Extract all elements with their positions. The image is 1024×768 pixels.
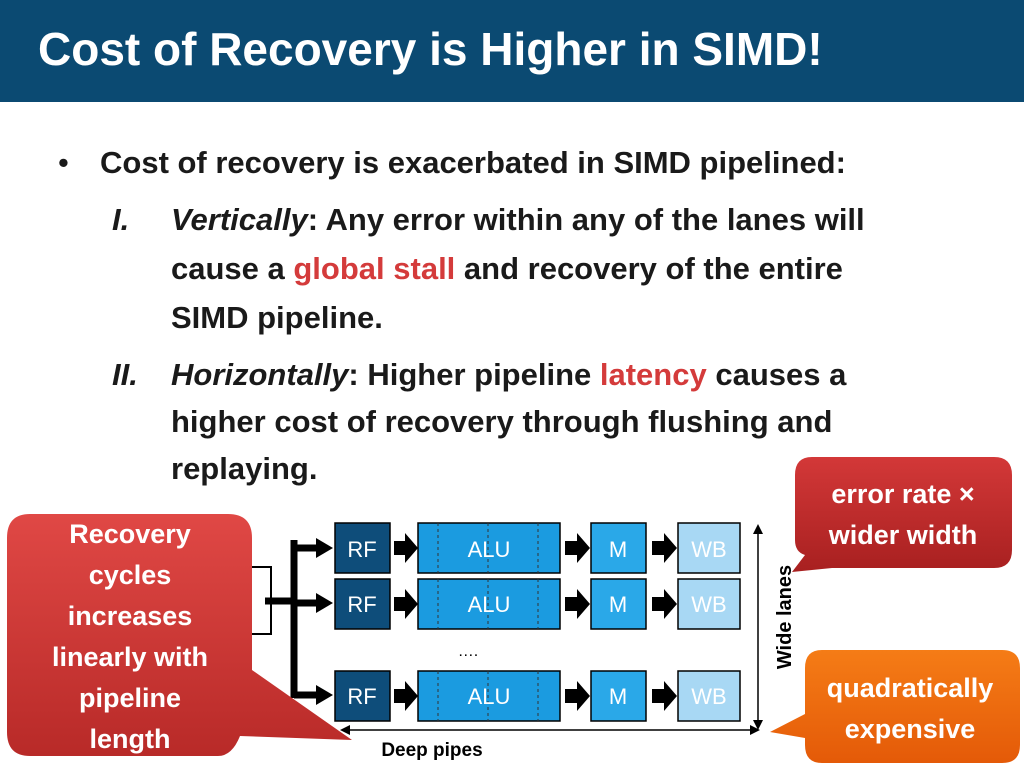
recovery-callout: Recovery cycles increases linearly with … [7, 514, 352, 756]
stage-alu [417, 578, 561, 630]
wide-lanes-dimension: Wide lanes [753, 524, 796, 730]
item2-line3: replaying. [171, 451, 318, 486]
stage-wb-label: WB [691, 537, 726, 562]
stage-rf-label: RF [347, 537, 376, 562]
stage-alu-label: ALU [468, 684, 511, 709]
recovery-line-3: increases [68, 601, 193, 631]
stage-alu-label: ALU [468, 592, 511, 617]
recovery-line-2: cycles [89, 560, 172, 590]
stage-alu [417, 670, 561, 722]
item2-line2: higher cost of recovery through flushing… [171, 404, 833, 439]
stage-m-label: M [609, 592, 627, 617]
quadratic-line-1: quadratically [827, 673, 994, 703]
wide-lanes-label: Wide lanes [774, 565, 796, 669]
stage-rf [334, 522, 391, 574]
stage-rf [334, 670, 391, 722]
item1-line3: SIMD pipeline. [171, 300, 383, 335]
bullet-text: Cost of recovery is exacerbated in SIMD … [100, 145, 846, 180]
item1-line1-rest: : Any error within any of the lanes will [307, 202, 865, 237]
stage-alu-label: ALU [468, 537, 511, 562]
quadratic-callout: quadratically expensive [770, 650, 1020, 763]
recovery-line-1: Recovery [69, 519, 191, 549]
latency-highlight: latency [599, 357, 707, 392]
stage-wb-label: WB [691, 592, 726, 617]
stage-wb [677, 578, 741, 630]
item1-line1: Vertically: Any error within any of the … [171, 202, 865, 238]
lane-1: RF ALU M WB [334, 522, 741, 574]
error-rate-line-2: wider width [828, 520, 978, 550]
stage-rf [334, 578, 391, 630]
item2-line1-post: causes a [706, 357, 847, 392]
stage-m [590, 670, 647, 722]
stage-m [590, 522, 647, 574]
deep-pipes-label: Deep pipes [381, 740, 482, 761]
stage-m-label: M [609, 537, 627, 562]
deep-pipes-dimension: Deep pipes [340, 725, 760, 761]
feed-arrows [294, 538, 333, 705]
stage-rf-label: RF [347, 684, 376, 709]
recovery-line-5: pipeline [79, 683, 181, 713]
stage-wb-label: WB [691, 684, 726, 709]
stage-wb [677, 670, 741, 722]
stage-rf-label: RF [347, 592, 376, 617]
item1-line2-pre: cause a [171, 251, 294, 286]
slide-title: Cost of Recovery is Higher in SIMD! [38, 23, 823, 75]
error-rate-callout: error rate × wider width [792, 457, 1012, 572]
lane-2: RF ALU M WB [334, 578, 741, 630]
recovery-line-4: linearly with [52, 642, 208, 672]
error-rate-line-1: error rate × [831, 479, 974, 509]
item2-line1-mid: : Higher pipeline [348, 357, 600, 392]
title-bar: Cost of Recovery is Higher in SIMD! [0, 0, 1024, 102]
stage-alu [417, 522, 561, 574]
stage-wb [677, 522, 741, 574]
item2-line1: Horizontally: Higher pipeline latency ca… [171, 357, 846, 393]
item2-numeral: II. [112, 357, 138, 392]
recovery-line-6: length [90, 724, 171, 754]
lane-3: RF ALU M WB [334, 670, 741, 722]
quadratic-line-2: expensive [845, 714, 976, 744]
item1-numeral: I. [112, 202, 130, 237]
item1-keyword: Vertically [171, 202, 308, 237]
global-stall-highlight: global stall [293, 251, 456, 286]
stage-m [590, 578, 647, 630]
item1-line2: cause a global stall and recovery of the… [171, 251, 843, 287]
bullet-dot: • [58, 145, 69, 180]
lane-ellipsis: …. [458, 643, 478, 660]
item2-keyword: Horizontally [171, 357, 349, 392]
item1-line2-post: and recovery of the entire [455, 251, 843, 286]
stage-m-label: M [609, 684, 627, 709]
